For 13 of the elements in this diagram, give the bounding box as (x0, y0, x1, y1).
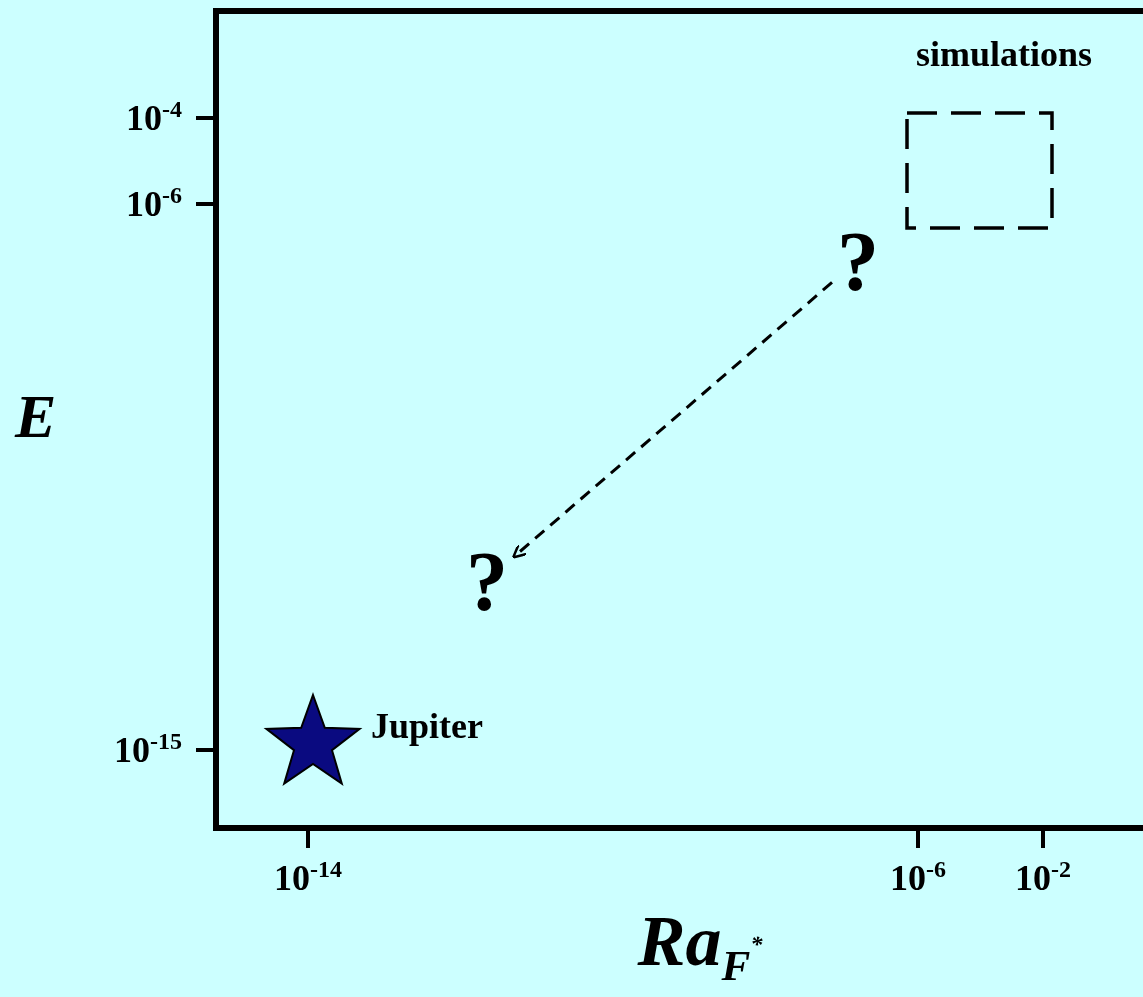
tick-label: 10$^{-14}$ (274, 860, 342, 896)
question-mark: ? (832, 220, 884, 300)
region-title: simulations (915, 36, 1092, 72)
axis-label: E (15, 385, 57, 447)
tick-label: 10$^{-2}$ (1015, 860, 1071, 896)
tick-label: 10$^{-15}$ (114, 732, 182, 768)
arrow (512, 281, 833, 559)
tick-label: 10$^{-6}$ (126, 186, 182, 222)
tick-label: 10$^{-4}$ (126, 100, 182, 136)
question-mark: ? (460, 540, 514, 620)
marker-label: Jupiter (371, 708, 483, 744)
tick-label: 10$^{-6}$ (890, 860, 946, 896)
star-marker (263, 692, 363, 788)
